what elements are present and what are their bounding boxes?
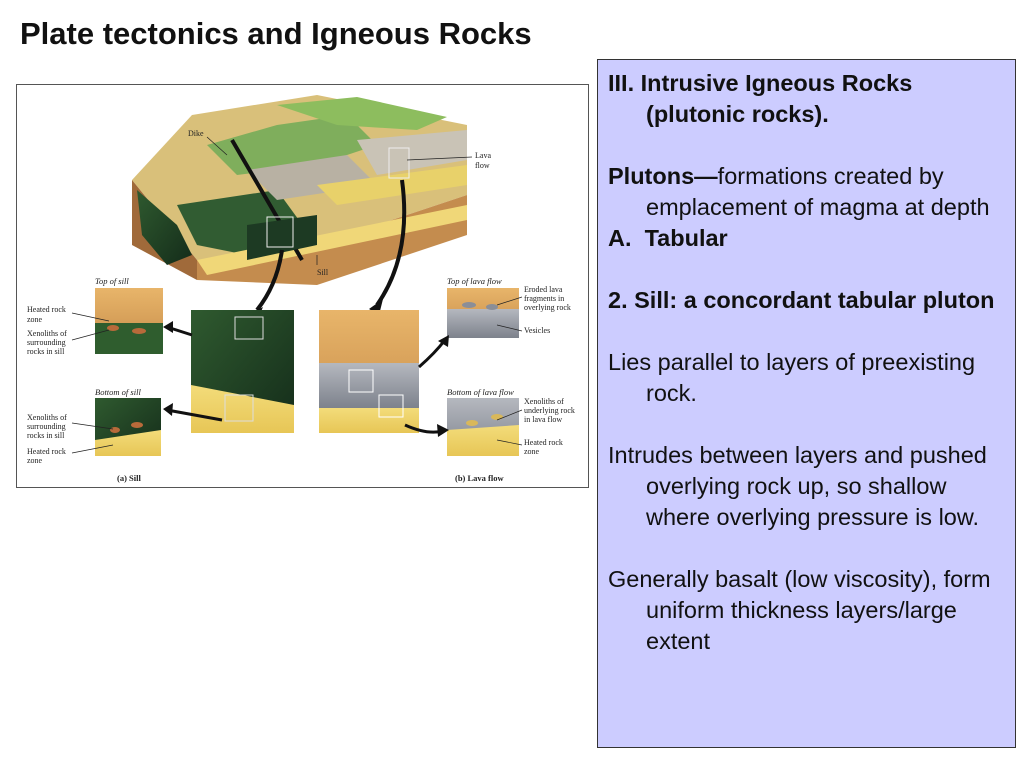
label-xenoliths-bottom-1: Xenoliths of bbox=[27, 413, 67, 422]
sill-lava-flow-diagram: Dike Lava flow Sill Top of sill Heated r… bbox=[16, 84, 589, 488]
paragraph-parallel: Lies parallel to layers of preexisting r… bbox=[608, 349, 976, 406]
label-heated-zone-lava-2: zone bbox=[524, 447, 540, 456]
label-lava-flow-2: flow bbox=[475, 161, 490, 170]
label-lava-flow-1: Lava bbox=[475, 151, 491, 160]
tabular-label: Tabular bbox=[644, 225, 728, 251]
label-heated-zone-top-1: Heated rock bbox=[27, 305, 66, 314]
plutons-definition: Plutons—formations created by emplacemen… bbox=[608, 161, 1005, 223]
caption-sill: (a) Sill bbox=[117, 473, 141, 483]
sill-cross-section bbox=[191, 310, 294, 433]
plutons-term: Plutons— bbox=[608, 163, 718, 189]
top-of-sill-detail bbox=[95, 288, 163, 354]
panel-heading-line2: (plutonic rocks). bbox=[646, 101, 829, 127]
panel-heading: III. Intrusive Igneous Rocks (plutonic r… bbox=[608, 68, 1005, 130]
label-top-of-lava-flow: Top of lava flow bbox=[447, 276, 502, 286]
label-heated-zone-top-2: zone bbox=[27, 315, 43, 324]
label-xenoliths-lava-1: Xenoliths of bbox=[524, 397, 564, 406]
notes-panel: III. Intrusive Igneous Rocks (plutonic r… bbox=[597, 59, 1016, 748]
block-diagram bbox=[132, 95, 473, 285]
label-eroded-lava-3: overlying rock bbox=[524, 303, 571, 312]
label-xenoliths-bottom-3: rocks in sill bbox=[27, 431, 65, 440]
label-heated-zone-lava-1: Heated rock bbox=[524, 438, 563, 447]
label-eroded-lava-1: Eroded lava bbox=[524, 285, 563, 294]
caption-lava-flow: (b) Lava flow bbox=[455, 473, 505, 483]
bottom-of-sill-detail bbox=[95, 398, 161, 456]
tabular-item: A. Tabular bbox=[608, 223, 1005, 254]
label-xenoliths-lava-3: in lava flow bbox=[524, 415, 562, 424]
label-dike: Dike bbox=[188, 129, 204, 138]
label-xenoliths-top-2: surrounding bbox=[27, 338, 66, 347]
tabular-marker: A. bbox=[608, 225, 632, 251]
arrow-sill-bottom bbox=[166, 408, 223, 422]
slide-title: Plate tectonics and Igneous Rocks bbox=[20, 16, 532, 51]
label-heated-zone-bottom-1: Heated rock bbox=[27, 447, 66, 456]
plutons-def: formations created by emplacement of mag… bbox=[646, 163, 990, 220]
label-xenoliths-top-3: rocks in sill bbox=[27, 347, 65, 356]
label-top-of-sill: Top of sill bbox=[95, 276, 129, 286]
top-of-lava-flow-detail bbox=[447, 288, 519, 338]
label-bottom-of-lava-flow: Bottom of lava flow bbox=[447, 387, 514, 397]
label-xenoliths-top-1: Xenoliths of bbox=[27, 329, 67, 338]
sill-heading: 2. Sill: a concordant tabular pluton bbox=[608, 287, 995, 313]
label-eroded-lava-2: fragments in bbox=[524, 294, 564, 303]
label-xenoliths-bottom-2: surrounding bbox=[27, 422, 66, 431]
paragraph-basalt: Generally basalt (low viscosity), form u… bbox=[608, 566, 991, 654]
label-bottom-of-sill: Bottom of sill bbox=[95, 387, 141, 397]
label-xenoliths-lava-2: underlying rock bbox=[524, 406, 575, 415]
label-sill: Sill bbox=[317, 268, 329, 277]
panel-heading-line1: III. Intrusive Igneous Rocks bbox=[608, 70, 913, 96]
arrow-to-sill-detail bbox=[255, 249, 284, 312]
lava-flow-cross-section bbox=[319, 310, 419, 433]
arrow-lava-top bbox=[418, 339, 447, 369]
label-heated-zone-bottom-2: zone bbox=[27, 456, 43, 465]
bottom-of-lava-flow-detail bbox=[447, 398, 519, 456]
arrow-to-lava-detail bbox=[375, 179, 407, 307]
paragraph-intrudes: Intrudes between layers and pushed overl… bbox=[608, 442, 987, 530]
label-vesicles: Vesicles bbox=[524, 326, 550, 335]
